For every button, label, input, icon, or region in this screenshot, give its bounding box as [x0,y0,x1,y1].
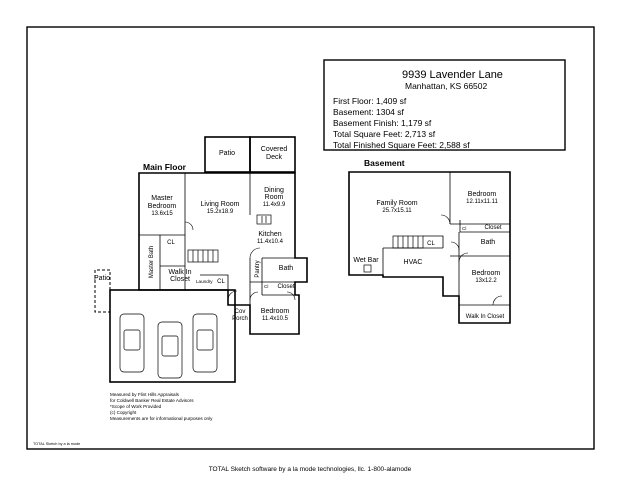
label-dining-dim: 11.4x9.9 [263,202,286,208]
door-swing-walkin [492,295,503,306]
info-box-frame [323,59,566,151]
label-patio-side: Patio [94,275,110,282]
door-swing-bedroom2 [458,252,469,263]
basement-heading: Basement [364,158,405,168]
door-swing-bedroom [249,291,259,301]
info-box: 9939 Lavender Lane Manhattan, KS 66502 F… [323,59,566,151]
stairs-main [187,249,219,263]
label-hvac: HVAC [404,259,423,266]
stairs-basement [392,235,424,249]
disclaimer-line-3: *Scope of Work Provided [110,404,162,409]
garage [109,289,236,383]
label-master-2: Bedroom [148,203,177,210]
label-living-dim: 15.2x18.9 [207,209,234,215]
label-cl-laundry: CL [217,279,225,285]
basement-outline [348,171,511,324]
label-cl-b: CL [427,241,435,247]
basement-plan: Basement Family Room 25.7x15.11 Bedroom … [348,158,511,324]
disclaimer-line-5: Measurements are for informational purpo… [110,416,213,421]
label-closet-main: Closet [277,284,294,290]
label-pantry: Pantry [255,260,261,277]
info-address-line2: Manhattan, KS 66502 [405,81,488,91]
label-covered-1: Covered [261,146,288,153]
label-cl-small-main: Cl [264,284,268,289]
label-bedroom2: Bedroom [472,270,501,277]
room-patio-side [94,269,111,313]
wall-laundry [200,274,229,290]
label-bath-main: Bath [279,265,294,272]
garage-cars [119,313,218,379]
label-patio-top: Patio [219,150,235,157]
info-basement: Basement: 1304 sf [333,107,405,117]
info-total-sf: Total Square Feet: 2,713 sf [333,129,436,139]
door-swing-porch [227,290,238,301]
page-frame [26,26,595,450]
door-swing-bath-b [450,241,460,251]
label-bedroom1: Bedroom [468,191,497,198]
label-master-1: Master [151,195,173,202]
label-dining-1: Dining [264,187,284,194]
main-floor-plan: Main Floor [94,136,308,383]
label-cov-1: Cov [235,309,246,315]
kitchen-sink [256,214,272,225]
room-covered-deck [249,136,296,173]
label-laundry: Laundry [196,279,213,284]
label-closet-b: Closet [484,225,501,231]
label-cl-main: CL [167,240,175,246]
info-total-finished-sf: Total Finished Square Feet: 2,588 sf [333,140,470,150]
door-swing-master [184,221,194,231]
info-basement-finish: Basement Finish: 1,179 sf [333,118,432,128]
wet-bar-sink [363,264,372,273]
label-family-dim: 25.7x15.11 [382,208,412,214]
disclaimer-line-1: Measured by Flint Hills Appraisals [110,392,180,397]
wall-closet-b [459,220,510,233]
label-covered-2: Deck [266,154,282,161]
label-bath-b: Bath [481,239,496,246]
label-bedroom2-dim: 13x12.2 [475,278,497,284]
label-master-dim: 13.6x15 [151,211,173,217]
label-kitchen: Kitchen [258,231,281,238]
door-swing-bath [286,291,296,301]
label-walk-in-1: Walk In [168,269,191,276]
label-walk-in-b: Walk In Closet [466,314,505,320]
label-master-bath: Master Bath [149,246,155,278]
sink-divider [261,216,267,223]
door-swing-kitchen [249,247,261,259]
label-cl-small-b: Cl [462,226,466,231]
credit-small: TOTAL Sketch by a la mode [33,442,80,446]
label-dining-2: Room [265,194,284,201]
label-bedroom-main: Bedroom [261,308,290,315]
disclaimer-line-2: for Coldwell Banker Real Estate Advisors [110,398,194,403]
label-walk-in-2: Closet [170,276,190,283]
label-bedroom1-dim: 12.11x11.11 [466,199,498,205]
label-bedroom-main-dim: 11.4x10.5 [262,316,289,322]
info-address-line1: 9939 Lavender Lane [402,69,503,81]
label-cov-2: Porch [232,316,248,322]
info-first-floor: First Floor: 1,409 sf [333,96,407,106]
label-wet-bar: Wet Bar [353,257,379,264]
door-swing-bedroom1 [440,214,451,225]
label-living: Living Room [201,201,240,208]
label-kitchen-dim: 11.4x10.4 [257,239,284,245]
main-floor-heading: Main Floor [143,162,187,172]
footer-text: TOTAL Sketch software by a la mode techn… [209,466,412,473]
wall-cl-b [423,235,444,248]
disclaimer-line-4: (c) Copyright [110,410,137,415]
disclaimer: Measured by Flint Hills Appraisals for C… [110,392,213,421]
label-family: Family Room [376,200,417,207]
